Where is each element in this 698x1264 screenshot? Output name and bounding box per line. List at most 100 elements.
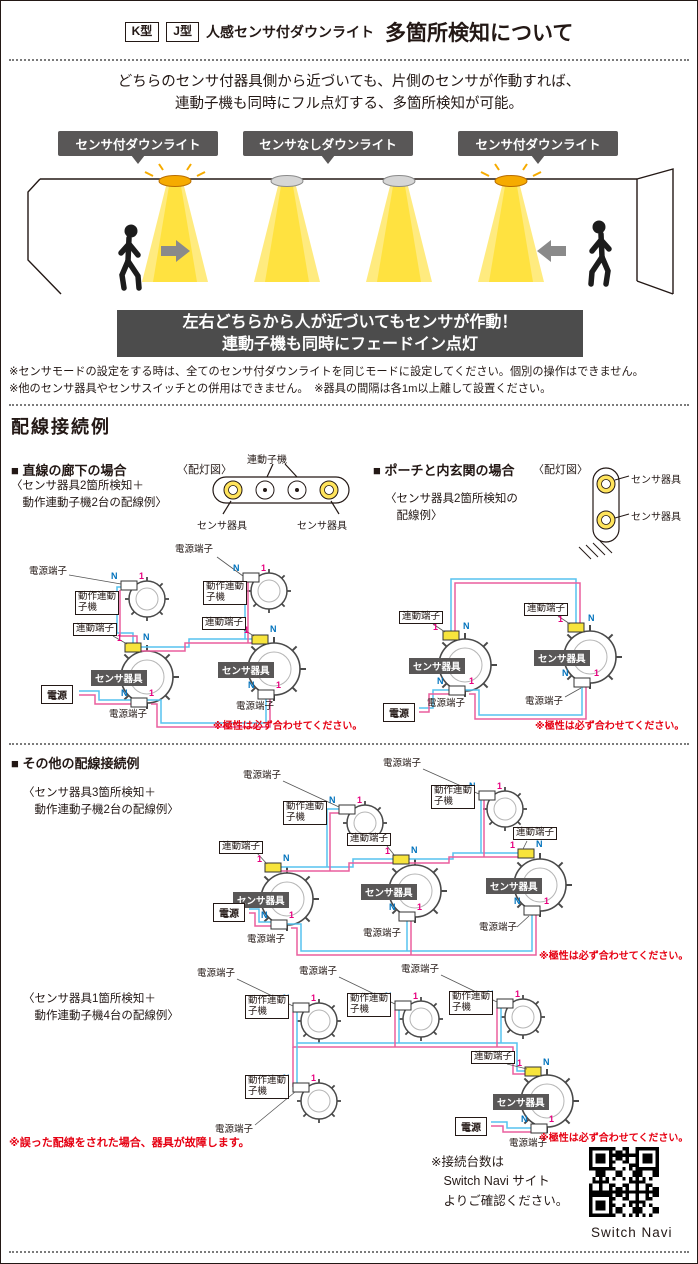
case2-heading: ■ ポーチと内玄関の場合 [373,463,515,478]
power-source-box: 電源 [213,903,245,922]
svg-text:1: 1 [497,781,502,791]
svg-text:N: N [111,571,118,581]
svg-text:N: N [121,688,128,698]
svg-text:1: 1 [311,1073,316,1083]
polarity-note: ※極性は必ず合わせてください。 [539,951,689,962]
svg-text:N: N [521,1114,528,1124]
power-source-box: 電源 [455,1117,487,1136]
type-j-badge: J型 [166,22,199,42]
polarity-note: ※極性は必ず合わせてください。 [535,721,685,732]
svg-text:N: N [463,621,470,631]
link-terminal-label: 連動端子 [73,623,118,636]
svg-text:N: N [562,668,569,678]
sensor-fixture-badge: センサ器具 [534,650,590,666]
link-terminal-label: 連動端子 [219,841,264,854]
power-terminal-label: 電源端子 [29,566,68,577]
svg-text:1: 1 [276,680,281,690]
wiring-diagram-four-slaves: N1 N1 N1 N1 1N N1 電源端子 電源端子 電源端子 動作連動 子機… [187,959,691,1155]
svg-text:N: N [514,896,521,906]
svg-text:1: 1 [357,795,362,805]
power-terminal-label: 電源端子 [363,928,402,939]
divider-mid [9,404,689,406]
power-terminal-label: 電源端子 [215,1124,254,1135]
power-terminal-label: 電源端子 [197,968,236,979]
svg-text:1: 1 [515,989,520,999]
case2-example-label: 〈センサ器具2箇所検知の 配線例〉 [385,493,518,523]
svg-text:1: 1 [510,840,515,850]
svg-text:1: 1 [544,896,549,906]
link-terminal-label: 連動端子 [471,1051,516,1064]
svg-text:N: N [411,845,418,855]
svg-text:N: N [329,795,336,805]
case2-sensor-bottom-label: センサ器具 [631,512,681,523]
case1-sensor-right-label: センサ器具 [297,521,347,532]
case2-layout-caption: 〈配灯図〉 [533,464,588,476]
svg-text:N: N [143,632,150,642]
sensor-fixture-badge: センサ器具 [233,892,289,908]
svg-text:1: 1 [417,902,422,912]
power-terminal-label: 電源端子 [175,544,214,555]
power-source-box: 電源 [41,685,73,704]
arrow-left-icon [537,240,566,262]
qr-code [589,1147,659,1217]
divider-bottom [9,743,689,745]
link-terminal-label: 連動端子 [202,617,247,630]
case2-layout-figure [578,467,630,560]
downlight-label-center: センサなしダウンライト [243,131,413,156]
svg-text:N: N [389,902,396,912]
sensor-fixture-badge: センサ器具 [218,662,274,678]
power-terminal-label: 電源端子 [509,1138,548,1149]
sensor-fixture-badge: センサ器具 [91,670,147,686]
light-beams [142,186,544,282]
svg-text:N: N [283,853,290,863]
case1-example-label: 〈センサ器具2箇所検知＋ 動作連動子機2台の配線例〉 [11,480,167,510]
others-heading: ■ その他の配線接続例 [11,756,140,771]
case2-sensor-top-label: センサ器具 [631,475,681,486]
link-terminal-label: 連動端子 [399,611,444,624]
qr-caption: Switch Navi [591,1225,673,1240]
svg-text:1: 1 [149,688,154,698]
downlight-fixture [270,175,304,187]
svg-text:1: 1 [244,625,249,635]
svg-text:1: 1 [517,1058,522,1068]
intro-text: どちらのセンサ付器具側から近づいても、片側のセンサが作動すれば、 連動子機も同時… [117,74,581,113]
case1-slave-unit-label: 連動子機 [247,455,287,466]
svg-text:1: 1 [117,633,122,643]
slave-unit-label: 動作連動 子機 [449,991,494,1015]
divider-foot [9,1251,689,1253]
person-left-icon [118,224,142,291]
miswire-warning: ※誤った配線をされた場合、器具が故障します。 [9,1137,250,1149]
power-terminal-label: 電源端子 [401,964,440,975]
wiring-diagram-three-sensors: N1 N1 1N N1 1N N1 1N N1 電源端子 電源端子 動作連動 子… [213,757,691,965]
wiring-diagram-three-sensors-svg: N1 N1 1N N1 1N N1 1N N1 [249,768,573,956]
arrow-right-icon [161,240,190,262]
svg-text:N: N [261,910,268,920]
sensor-glow-rays [144,163,542,177]
case1-heading: ■ 直線の廊下の場合 [11,463,127,478]
case1-layout-figure [212,463,350,515]
caution-notes: ※センサモードの設定をする時は、全てのセンサ付ダウンライトを同じモードに設定して… [9,366,644,396]
power-terminal-label: 電源端子 [247,934,286,945]
sensor-downlight-fixture [158,175,192,187]
type-k-badge: K型 [124,22,160,42]
svg-text:N: N [248,680,255,690]
header-subtitle: 人感センサ付ダウンライト [205,24,374,40]
svg-text:1: 1 [261,563,266,573]
downlight-label-right: センサ付ダウンライト [458,131,618,156]
power-terminal-label: 電源端子 [427,698,466,709]
svg-text:N: N [588,613,595,623]
sensor-fixture-badge: センサ器具 [493,1094,549,1110]
power-source-box: 電源 [383,703,415,722]
case1-layout-caption: 〈配灯図〉 [177,464,232,476]
room-walls [27,168,674,295]
downlight-label-left: センサ付ダウンライト [58,131,218,156]
example4-label: 〈センサ器具1箇所検知＋ 動作連動子機4台の配線例〉 [23,993,179,1023]
svg-text:N: N [543,1057,550,1067]
slave-unit-label: 動作連動 子機 [347,993,392,1017]
svg-text:N: N [437,676,444,686]
power-terminal-label: 電源端子 [383,758,422,769]
